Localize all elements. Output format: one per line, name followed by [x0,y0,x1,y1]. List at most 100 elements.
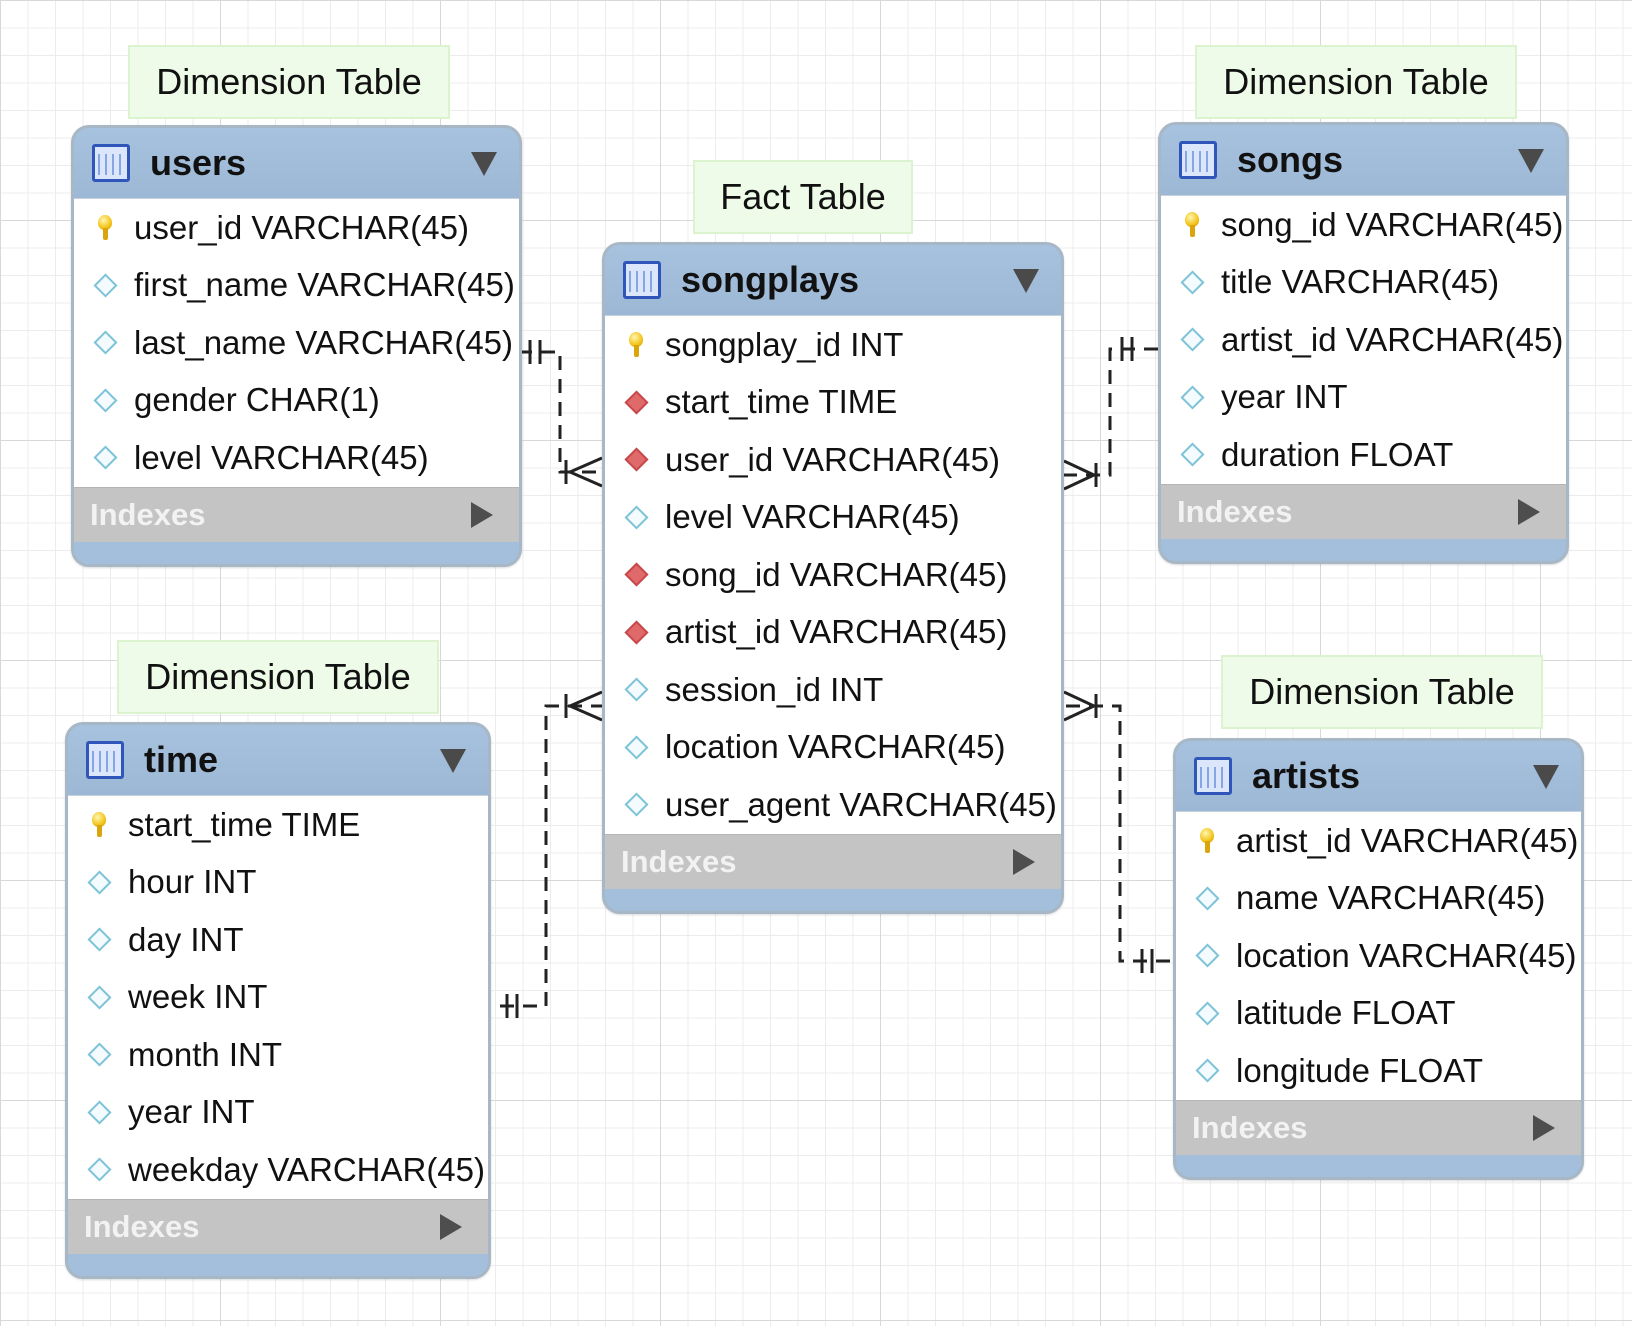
column-label: artist_id VARCHAR(45) [1236,821,1579,859]
songs-table-header[interactable]: songs [1161,125,1566,195]
artists-table[interactable]: artists artist_id VARCHAR(45) name VARCHAR… [1173,738,1584,1180]
primary-key-icon [1175,211,1209,238]
column-diamond-icon [1190,1058,1224,1083]
column-row[interactable]: hour INT [68,854,488,912]
table-icon [1194,757,1232,795]
expand-arrow-icon[interactable] [440,1213,462,1240]
table-footer [1161,538,1566,561]
indexes-section[interactable]: Indexes [605,833,1061,889]
column-row[interactable]: latitude FLOAT [1176,985,1581,1043]
time-table-header[interactable]: time [68,725,488,795]
expand-arrow-icon[interactable] [1533,1114,1555,1141]
time-table[interactable]: time start_time TIME hour INT day INT week I… [65,722,491,1279]
table-icon [623,261,661,299]
songs-table[interactable]: songs song_id VARCHAR(45) title VARCHAR(45… [1158,122,1569,564]
column-label: hour INT [128,863,257,901]
column-label: user_id VARCHAR(45) [134,208,469,246]
column-row[interactable]: year INT [68,1084,488,1142]
column-row[interactable]: start_time TIME [605,374,1061,432]
artists-songplays-relationship[interactable] [1063,690,1170,973]
column-label: song_id VARCHAR(45) [1221,205,1564,243]
column-row[interactable]: level VARCHAR(45) [605,489,1061,547]
column-diamond-icon [82,1042,116,1067]
column-label: start_time TIME [128,805,361,843]
time-songplays-relationship[interactable] [500,690,603,1018]
indexes-label: Indexes [84,1208,200,1244]
column-row[interactable]: week INT [68,969,488,1027]
column-row[interactable]: longitude FLOAT [1176,1042,1581,1100]
column-diamond-icon [88,388,122,413]
time-table-label: Dimension Table [117,640,439,714]
table-footer [68,1253,488,1276]
indexes-label: Indexes [90,496,206,532]
column-row[interactable]: location VARCHAR(45) [605,719,1061,777]
artists-table-name: artists [1252,755,1361,796]
foreign-key-diamond-icon [619,447,653,472]
column-row[interactable]: session_id INT [605,661,1061,719]
column-diamond-icon [82,927,116,952]
column-row[interactable]: songplay_id INT [605,316,1061,374]
column-row[interactable]: artist_id VARCHAR(45) [1161,311,1566,369]
primary-key-icon [1190,827,1224,854]
expand-arrow-icon[interactable] [1013,848,1035,875]
column-row[interactable]: month INT [68,1026,488,1084]
collapse-triangle-icon[interactable] [1013,269,1039,293]
column-label: year INT [1221,378,1348,416]
collapse-triangle-icon[interactable] [471,152,497,176]
indexes-section[interactable]: Indexes [68,1198,488,1254]
column-row[interactable]: artist_id VARCHAR(45) [605,604,1061,662]
time-columns: start_time TIME hour INT day INT week INT mo… [68,795,488,1199]
column-row[interactable]: last_name VARCHAR(45) [74,314,519,372]
column-label: level VARCHAR(45) [134,438,429,476]
column-row[interactable]: user_agent VARCHAR(45) [605,776,1061,834]
column-row[interactable]: level VARCHAR(45) [74,429,519,487]
column-row[interactable]: song_id VARCHAR(45) [1161,196,1566,254]
column-diamond-icon [619,792,653,817]
column-row[interactable]: first_name VARCHAR(45) [74,257,519,315]
column-label: duration FLOAT [1221,435,1454,473]
expand-arrow-icon[interactable] [471,501,493,528]
column-diamond-icon [88,330,122,355]
collapse-triangle-icon[interactable] [1518,149,1544,173]
artists-table-label: Dimension Table [1221,655,1543,729]
column-label: user_agent VARCHAR(45) [665,785,1057,823]
column-row[interactable]: artist_id VARCHAR(45) [1176,812,1581,870]
songplays-table-header[interactable]: songplays [605,245,1061,315]
column-label: title VARCHAR(45) [1221,263,1500,301]
indexes-section[interactable]: Indexes [1176,1099,1581,1155]
column-diamond-icon [1190,1001,1224,1026]
column-row[interactable]: song_id VARCHAR(45) [605,546,1061,604]
collapse-triangle-icon[interactable] [440,749,466,773]
artists-table-header[interactable]: artists [1176,741,1581,811]
column-label: week INT [128,978,268,1016]
users-table-header[interactable]: users [74,128,519,198]
column-label: session_id INT [665,670,884,708]
column-row[interactable]: day INT [68,911,488,969]
indexes-label: Indexes [621,843,737,879]
column-row[interactable]: title VARCHAR(45) [1161,254,1566,312]
primary-key-icon [82,811,116,838]
column-label: level VARCHAR(45) [665,498,960,536]
artists-columns: artist_id VARCHAR(45) name VARCHAR(45)loc… [1176,811,1581,1100]
column-row[interactable]: user_id VARCHAR(45) [74,199,519,257]
column-row[interactable]: gender CHAR(1) [74,372,519,430]
column-row[interactable]: location VARCHAR(45) [1176,927,1581,985]
column-row[interactable]: user_id VARCHAR(45) [605,431,1061,489]
column-row[interactable]: start_time TIME [68,796,488,854]
collapse-triangle-icon[interactable] [1533,765,1559,789]
column-row[interactable]: duration FLOAT [1161,426,1566,484]
column-row[interactable]: name VARCHAR(45) [1176,870,1581,928]
column-diamond-icon [1190,943,1224,968]
users-songplays-relationship[interactable] [518,340,603,488]
songs-songplays-relationship[interactable] [1063,337,1158,491]
column-row[interactable]: weekday VARCHAR(45) [68,1141,488,1199]
indexes-section[interactable]: Indexes [1161,483,1566,539]
column-row[interactable]: year INT [1161,369,1566,427]
users-table[interactable]: users user_id VARCHAR(45) first_name VARCH… [71,125,522,567]
indexes-section[interactable]: Indexes [74,486,519,542]
column-diamond-icon [1175,327,1209,352]
column-diamond-icon [1175,442,1209,467]
expand-arrow-icon[interactable] [1518,498,1540,525]
